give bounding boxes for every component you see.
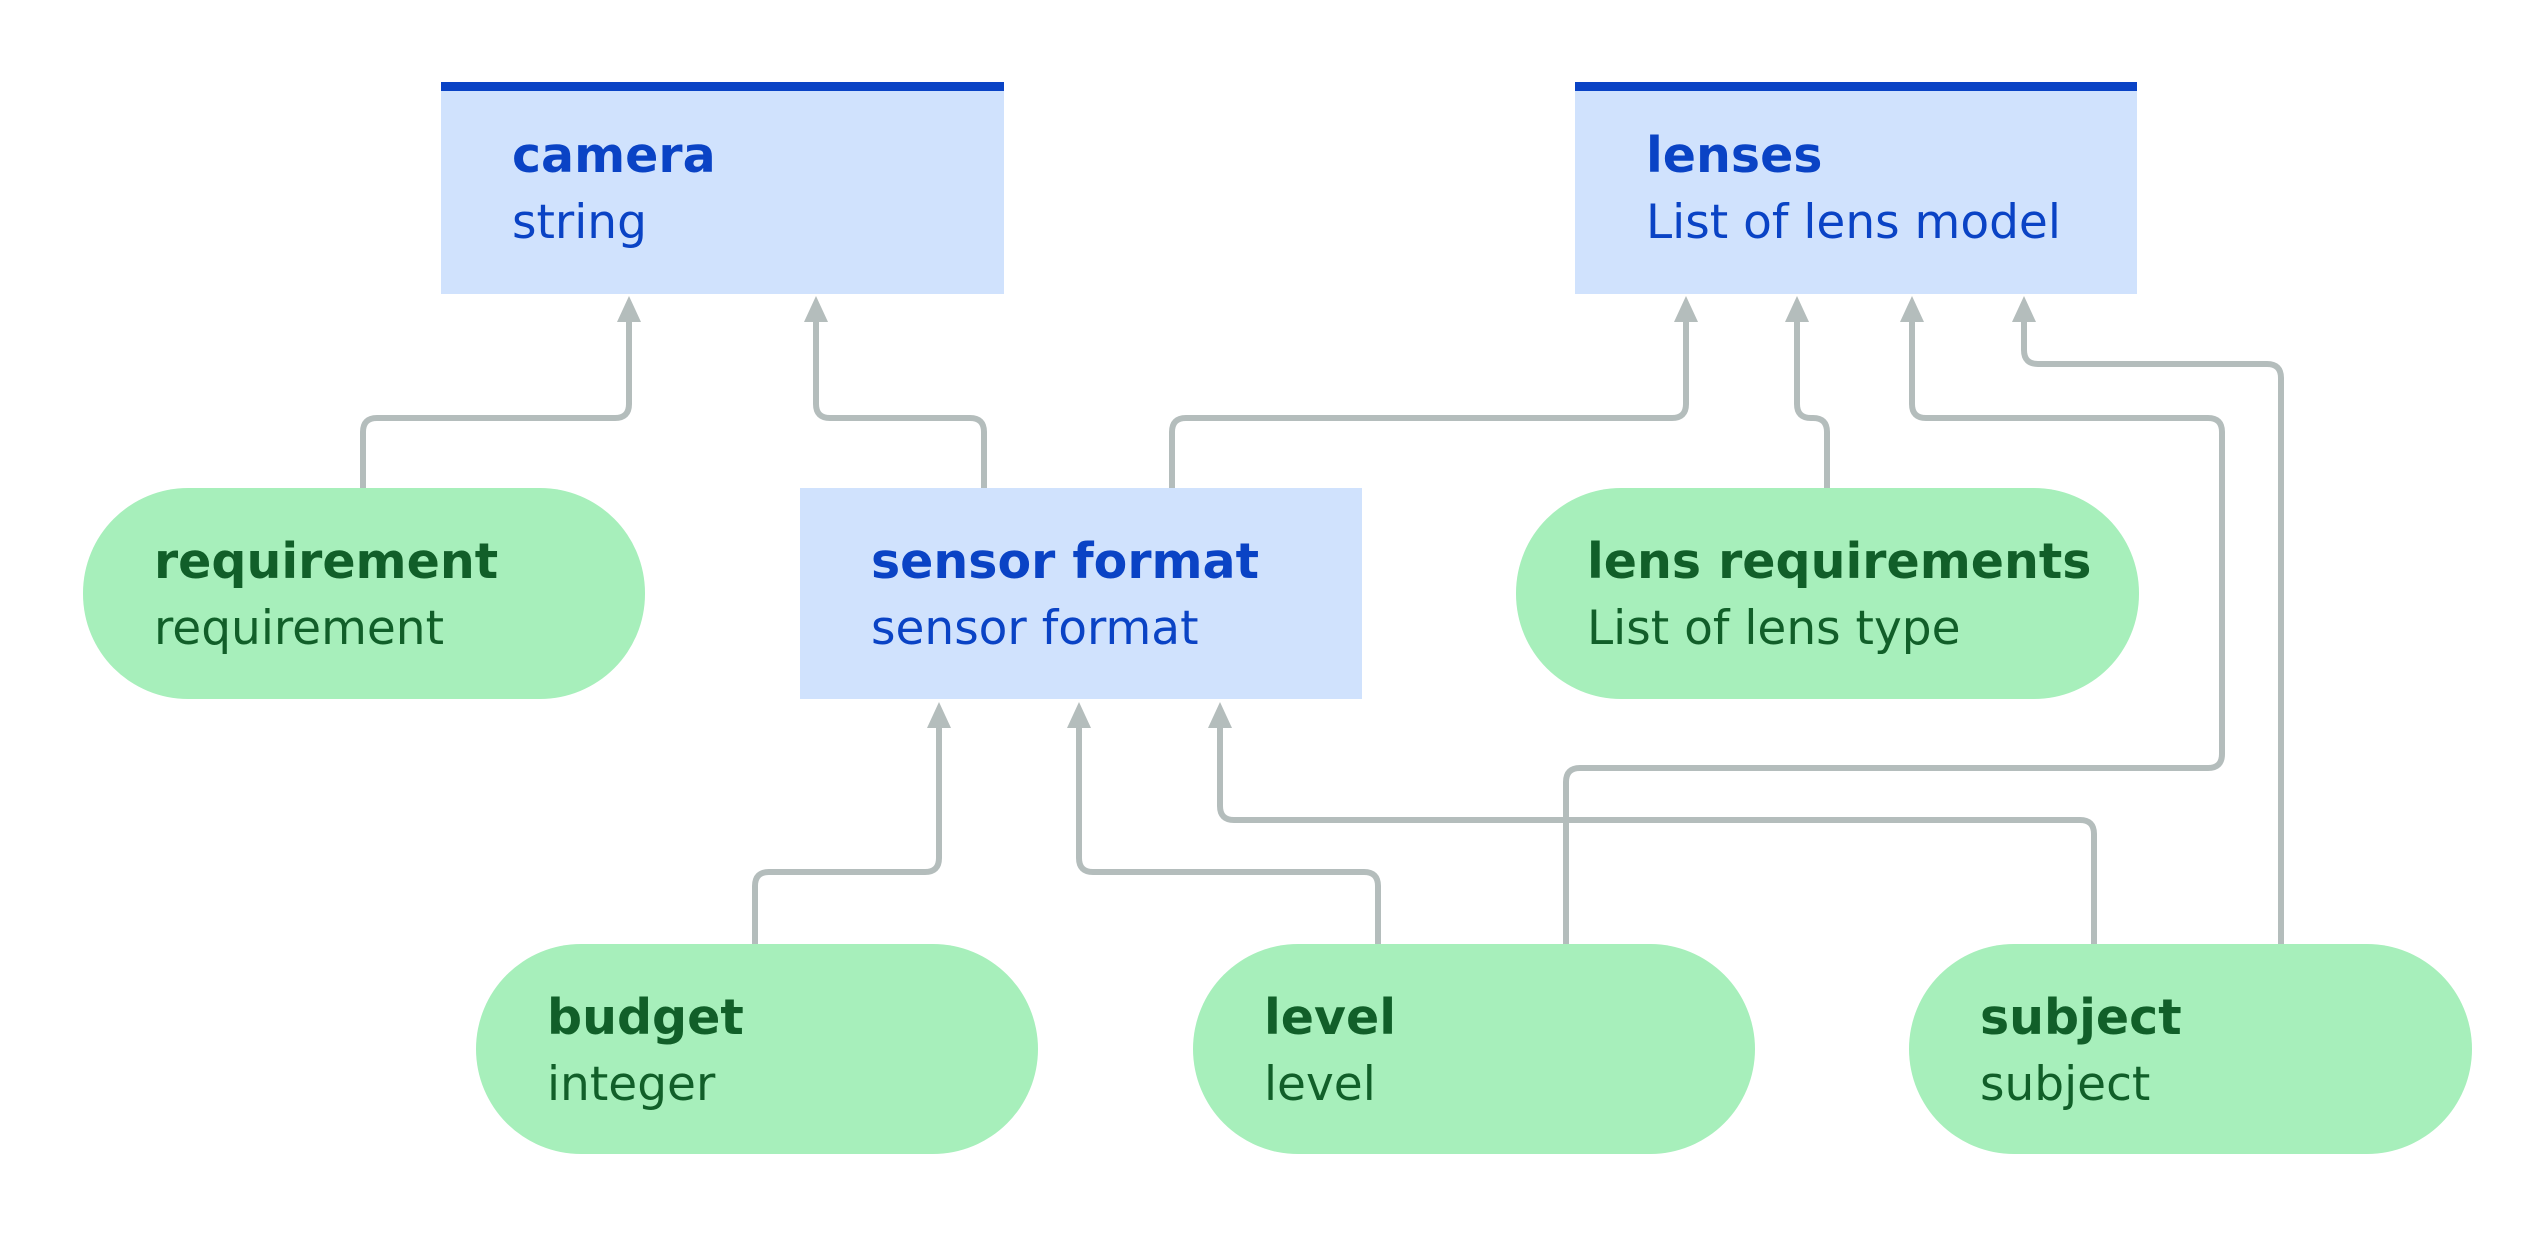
- arrowhead-sensor-1: [927, 702, 951, 728]
- edge-subject-to-sensor-format: [1217, 726, 2097, 944]
- node-level[interactable]: level level: [1193, 944, 1755, 1154]
- node-name: sensor format: [871, 533, 1260, 590]
- edge-budget-to-sensor-format: [752, 726, 942, 944]
- node-type: subject: [1980, 1057, 2151, 1112]
- node-type: requirement: [154, 601, 445, 656]
- arrowhead-lenses-4: [2012, 296, 2036, 322]
- edge-sensor-format-to-lenses: [1169, 320, 1689, 488]
- edge-subject-to-lenses: [2021, 320, 2284, 944]
- node-lenses[interactable]: lenses List of lens model: [1575, 82, 2137, 294]
- arrowhead-sensor-3: [1208, 702, 1232, 728]
- node-lens-requirements[interactable]: lens requirements List of lens type: [1516, 488, 2139, 699]
- edge-level-to-lenses: [1563, 320, 2225, 944]
- node-requirement[interactable]: requirement requirement: [83, 488, 645, 699]
- node-sensor-format[interactable]: sensor format sensor format: [800, 488, 1362, 699]
- node-name: level: [1264, 989, 1396, 1046]
- arrowhead-lenses-3: [1900, 296, 1924, 322]
- node-name: lens requirements: [1587, 533, 2092, 590]
- edge-level-to-sensor-format: [1076, 726, 1381, 944]
- arrowhead-camera-2: [804, 296, 828, 322]
- edge-sensor-format-to-camera: [813, 320, 987, 488]
- node-type: List of lens type: [1587, 601, 1961, 656]
- node-name: requirement: [154, 533, 499, 590]
- node-type: sensor format: [871, 601, 1199, 656]
- node-type: integer: [547, 1057, 716, 1112]
- edge-requirement-to-camera: [360, 320, 632, 488]
- edge-lens-requirements-to-lenses: [1794, 320, 1830, 488]
- arrowhead-lenses-1: [1674, 296, 1698, 322]
- node-subject[interactable]: subject subject: [1909, 944, 2472, 1154]
- node-type: level: [1264, 1057, 1376, 1112]
- node-name: subject: [1980, 989, 2182, 1046]
- node-type: List of lens model: [1646, 195, 2061, 250]
- node-budget[interactable]: budget integer: [476, 944, 1038, 1154]
- arrowhead-lenses-2: [1785, 296, 1809, 322]
- node-name: camera: [512, 127, 716, 184]
- node-name: lenses: [1646, 127, 1823, 184]
- node-name: budget: [547, 989, 744, 1046]
- arrowhead-camera-1: [617, 296, 641, 322]
- node-camera[interactable]: camera string: [441, 82, 1004, 294]
- node-type: string: [512, 195, 647, 250]
- arrowhead-sensor-2: [1067, 702, 1091, 728]
